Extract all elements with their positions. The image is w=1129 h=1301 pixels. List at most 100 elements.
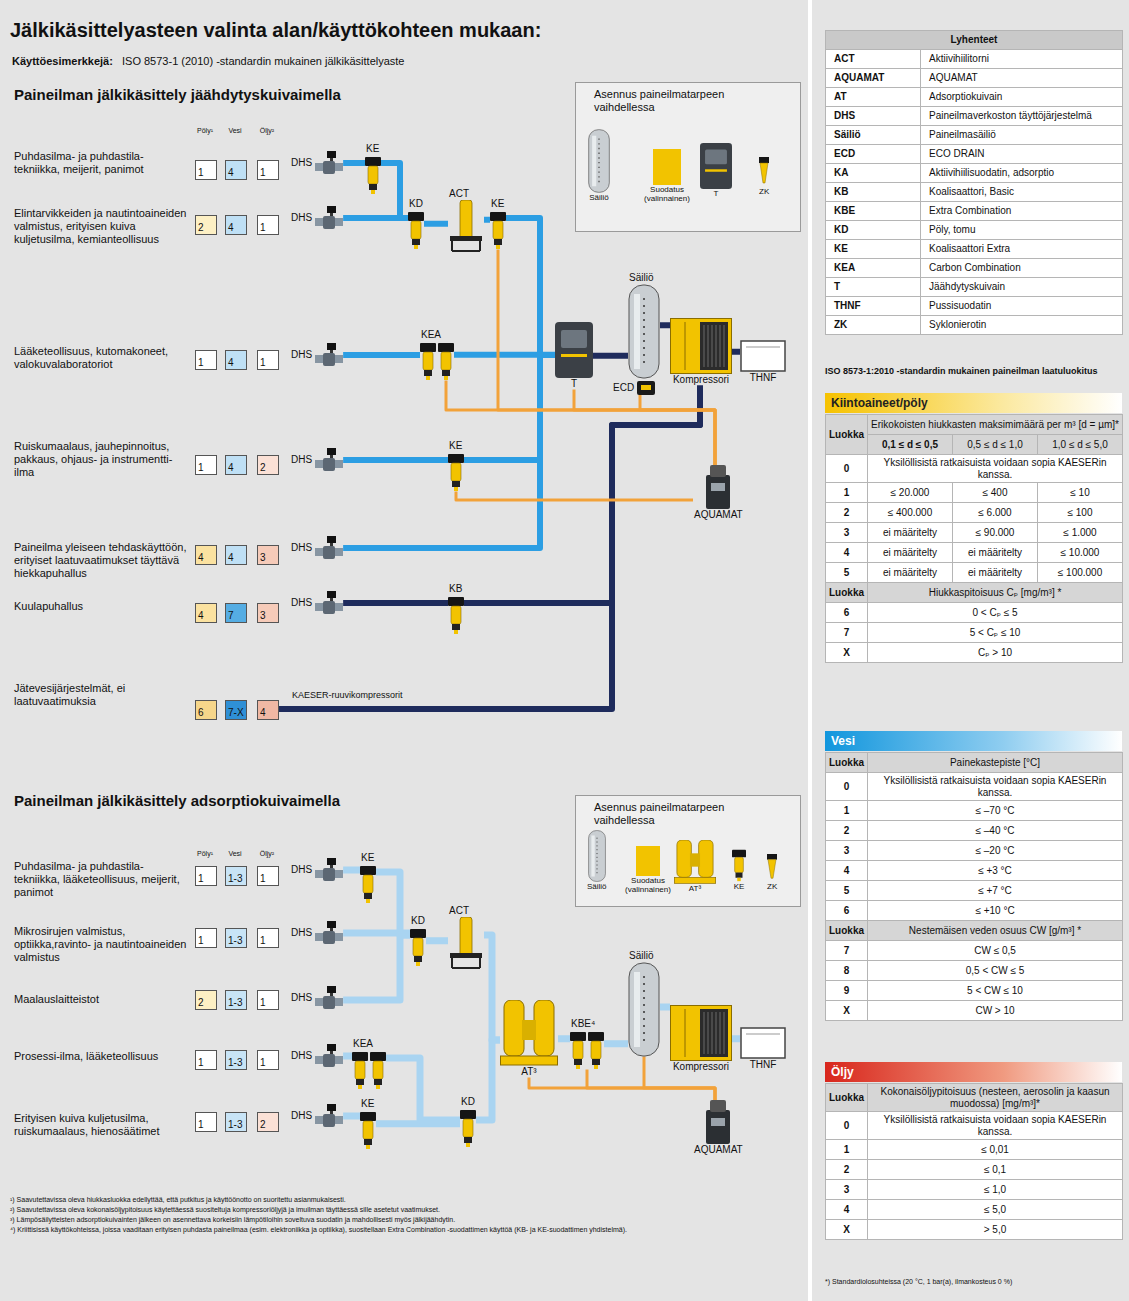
- table-cell: ≤ +3 °C: [868, 861, 1123, 881]
- table-row: 1≤ 0,01: [826, 1140, 1123, 1160]
- cell-text: X: [843, 1224, 850, 1235]
- table-cell: 6: [826, 901, 868, 921]
- cell-text: CW > 10: [975, 1005, 1014, 1016]
- cell-text: AT: [834, 91, 847, 102]
- dry-icon: [555, 322, 593, 378]
- label-holder: DHS: [290, 597, 315, 609]
- text-block: Pöly¹: [190, 127, 220, 135]
- act-icon: [448, 200, 484, 252]
- text-block: Jätevesijärjestelmät, ei laatuvaatimuksi…: [14, 682, 189, 708]
- table-row: 80,5 < CW ≤ 5: [826, 961, 1123, 981]
- cell-text: 0: [844, 781, 850, 792]
- label-holder: KD: [410, 915, 426, 927]
- table-cell: 1: [826, 801, 868, 821]
- table-row: 4≤ +3 °C: [826, 861, 1123, 881]
- dhs-icon: [315, 343, 343, 367]
- icon-holder: [732, 848, 746, 882]
- cell-text: ei määritelty: [968, 567, 1022, 578]
- filt-icon: [360, 1110, 376, 1150]
- pipe: [279, 386, 700, 710]
- table-cell: ≤ 5,0: [868, 1200, 1123, 1220]
- class-number: 3: [260, 610, 266, 622]
- table-row: ZKSyklonierotin: [826, 316, 1123, 335]
- comp-icon: [670, 1005, 732, 1061]
- table-cell: Koalisaattori Extra: [921, 240, 1123, 259]
- table-cell: Lyhenteet: [826, 31, 1123, 50]
- cell-text: 4: [844, 547, 850, 558]
- application: Paineilma yleiseen tehdaskäyttöön, erity…: [14, 541, 186, 579]
- footnote: ²) Saavutettavissa oleva kokonaisöljypit…: [10, 1206, 440, 1213]
- table-cell: 1,0 ≤ d ≤ 5,0: [1038, 435, 1123, 455]
- cell-text: KB: [834, 186, 848, 197]
- zk-icon: [759, 157, 769, 187]
- table-cell: Kokonaisöljypitoisuus (nesteen, aerosoli…: [868, 1084, 1123, 1112]
- cell-text: KD: [834, 224, 848, 235]
- pipe: [574, 390, 715, 466]
- cell-text: CW ≤ 0,5: [974, 945, 1016, 956]
- label-holder: THNF: [749, 372, 778, 384]
- inset-title: Asennus paineilmatarpeen vaihdellessa: [576, 83, 800, 113]
- table-row: SäiliöPaineilmasäiliö: [826, 126, 1123, 145]
- table-cell: KD: [826, 221, 921, 240]
- label-holder: KB: [448, 583, 463, 595]
- cell-text: 1,0 ≤ d ≤ 5,0: [1052, 439, 1107, 450]
- table-row: 2≤ 0,1: [826, 1160, 1123, 1180]
- icon-holder: [420, 341, 454, 381]
- class-box: 1-3: [225, 928, 247, 948]
- table-cell: Syklonierotin: [921, 316, 1123, 335]
- icon-holder: [670, 1005, 732, 1061]
- table-row: 7CW ≤ 0,5: [826, 941, 1123, 961]
- filt-component: KE: [360, 1098, 376, 1150]
- cell-text: 6: [844, 607, 850, 618]
- pipe: [593, 353, 628, 359]
- section-heading: Paineilman jälkikäsittely jäähdytyskuiva…: [14, 86, 341, 103]
- component-label: AQUAMAT: [694, 509, 743, 520]
- table-cell: Luokka: [826, 753, 868, 773]
- dhs-component: DHS: [290, 206, 343, 230]
- icon-holder: [408, 210, 424, 250]
- aqua-component: AQUAMAT: [693, 1100, 744, 1156]
- table-cell: ≤ 400: [953, 483, 1038, 503]
- icon-holder: [588, 830, 606, 882]
- text-block: Puhdasilma- ja puhdastila-tekniikka, mei…: [14, 150, 189, 176]
- component-label: AT³: [521, 1066, 536, 1077]
- class-number: 1-3: [228, 1057, 242, 1069]
- cell-text: ≤ +3 °C: [978, 865, 1012, 876]
- aqua-icon: [704, 1100, 732, 1144]
- icon-holder: [636, 846, 660, 876]
- class-number: 1: [198, 167, 204, 179]
- table-row: Lyhenteet: [826, 31, 1123, 50]
- class-number: 1: [260, 222, 266, 234]
- component-label: DHS: [291, 454, 312, 465]
- class-number: 1: [198, 357, 204, 369]
- table-cell: 1: [826, 483, 868, 503]
- class-box: 4: [225, 350, 247, 370]
- icon-holder: [315, 858, 343, 882]
- data-table: LyhenteetACTAktiivihiilitorniAQUAMATAQUA…: [825, 30, 1123, 335]
- table-cell: ≤ 1,0: [868, 1180, 1123, 1200]
- table-cell: Paineilmaverkoston täyttöjärjestelmä: [921, 107, 1123, 126]
- icon-holder: [315, 206, 343, 230]
- cell-text: Pussisuodatin: [929, 300, 991, 311]
- icon-holder: [315, 591, 343, 615]
- table-cell: 0 < Cₚ ≤ 5: [868, 603, 1123, 623]
- component-label: DHS: [291, 864, 312, 875]
- pipe: [386, 1058, 460, 1120]
- zk-component: ZK: [758, 157, 770, 196]
- label-holder: KBE⁴: [570, 1018, 596, 1030]
- dhs-icon: [315, 448, 343, 472]
- table-row: XCW > 10: [826, 1001, 1123, 1021]
- class-box: 4: [225, 160, 247, 180]
- class-box: 1: [195, 928, 217, 948]
- column-header: Öljy²: [260, 127, 274, 134]
- class-number: 4: [228, 552, 234, 564]
- filt2-component: KEA: [352, 1038, 386, 1090]
- table-cell: ZK: [826, 316, 921, 335]
- icon-holder: [740, 340, 786, 372]
- table-cell: Erikokoisten hiukkasten maksimimäärä per…: [868, 415, 1123, 435]
- dhs-icon: [315, 206, 343, 230]
- dhs-icon: [315, 921, 343, 945]
- table-row: LuokkaErikokoisten hiukkasten maksimimää…: [826, 415, 1123, 435]
- text-block: Erityisen kuiva kuljetusilma, ruiskumaal…: [14, 1112, 189, 1138]
- pipe: [343, 160, 365, 166]
